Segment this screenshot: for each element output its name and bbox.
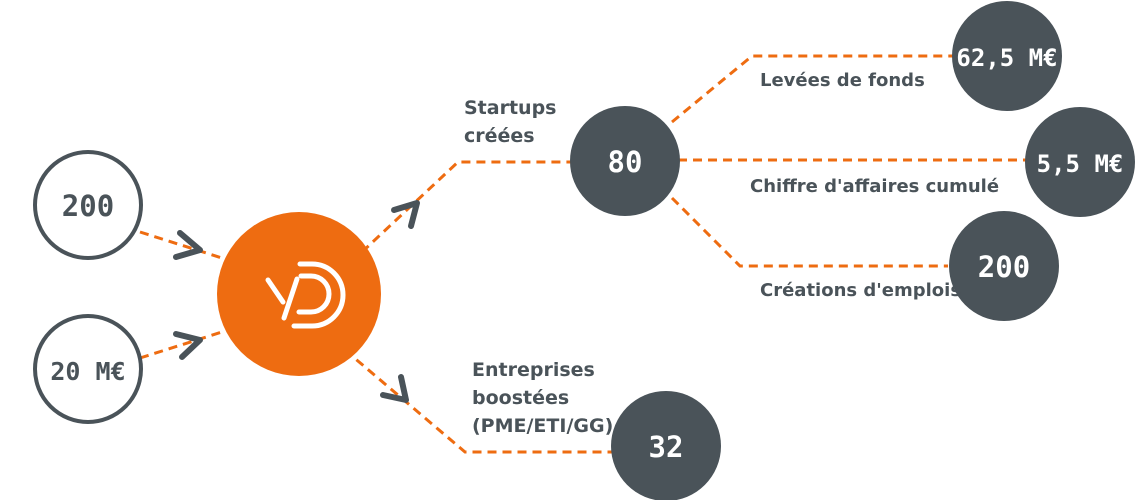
companies-label-line-1: Entreprises bbox=[472, 359, 595, 381]
connector-companies bbox=[344, 348, 612, 454]
fundraising-node: 62,5 M€ bbox=[952, 1, 1062, 111]
arrows bbox=[173, 200, 420, 403]
connector-fundraising bbox=[671, 54, 958, 124]
connectors bbox=[139, 54, 1030, 454]
arrow-companies-icon bbox=[380, 374, 409, 403]
startups-label-line-1: Startups bbox=[464, 97, 556, 119]
yp-logo-icon bbox=[265, 261, 346, 329]
arrow-startups-icon bbox=[391, 200, 420, 229]
companies-label: Entreprises boostées (PME/ETI/GG) bbox=[472, 359, 613, 437]
fundraising-value: 62,5 M€ bbox=[956, 44, 1057, 72]
jobs-value: 200 bbox=[978, 250, 1030, 284]
companies-label-line-3: (PME/ETI/GG) bbox=[472, 415, 613, 437]
input-node-2: 20 M€ bbox=[33, 314, 143, 424]
jobs-label: Créations d'emplois bbox=[760, 280, 961, 301]
arrow-in-1-icon bbox=[173, 230, 203, 260]
revenue-node: 5,5 M€ bbox=[1025, 107, 1135, 217]
arrow-in-2-icon bbox=[173, 331, 203, 360]
connector-jobs bbox=[670, 196, 948, 268]
connector-startups bbox=[360, 160, 572, 254]
revenue-value: 5,5 M€ bbox=[1037, 150, 1124, 178]
center-node bbox=[217, 212, 381, 376]
startups-node: 80 bbox=[570, 106, 680, 216]
companies-value: 32 bbox=[649, 430, 684, 464]
startups-label: Startups créées bbox=[464, 97, 563, 147]
startups-label-line-2: créées bbox=[464, 125, 535, 147]
input-node-1: 200 bbox=[33, 150, 143, 260]
companies-node: 32 bbox=[611, 391, 721, 500]
revenue-label: Chiffre d'affaires cumulé bbox=[750, 176, 999, 197]
companies-label-line-2: boostées bbox=[472, 387, 569, 409]
input-value-2: 20 M€ bbox=[50, 357, 125, 386]
jobs-node: 200 bbox=[949, 211, 1059, 321]
startups-value: 80 bbox=[608, 145, 643, 179]
input-value-1: 200 bbox=[62, 189, 114, 223]
fundraising-label: Levées de fonds bbox=[760, 70, 925, 91]
